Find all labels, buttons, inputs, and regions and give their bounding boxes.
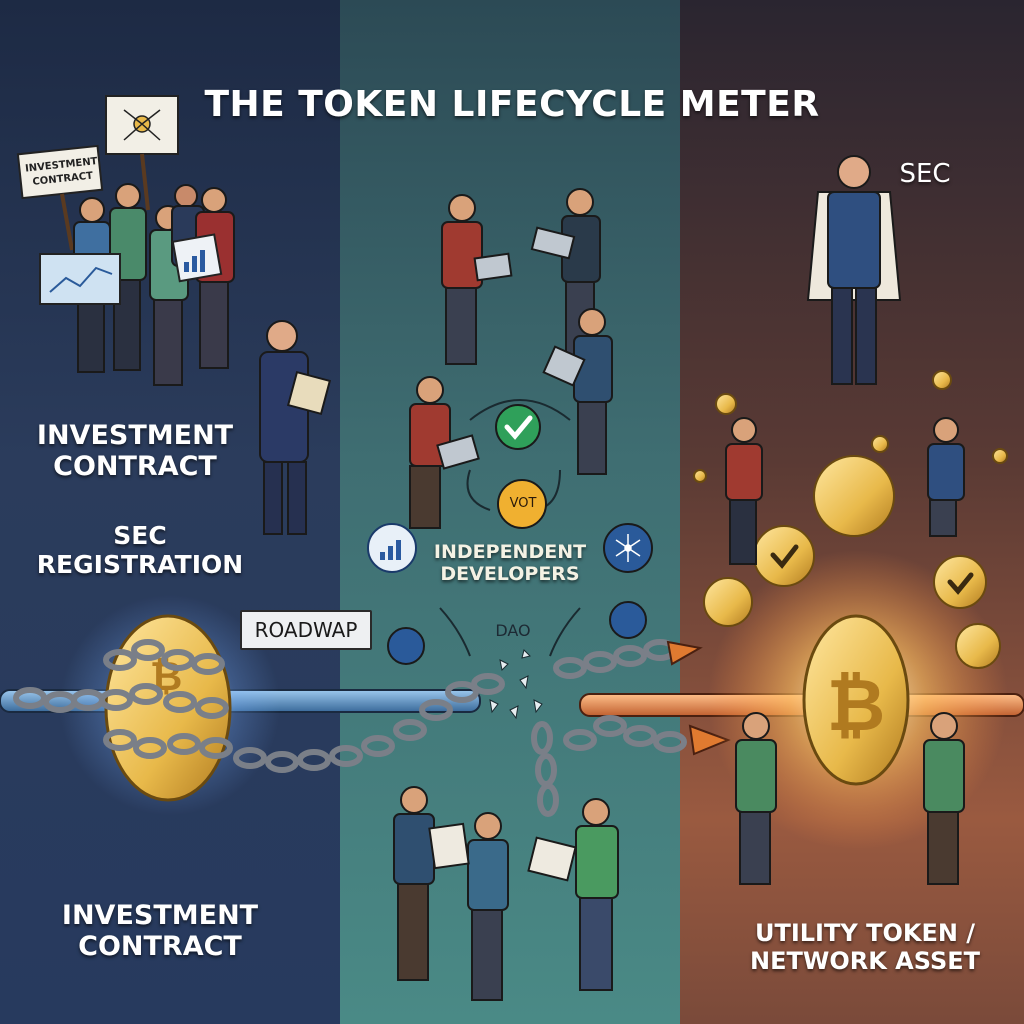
broken-chain [531, 639, 687, 817]
right-figures [725, 417, 965, 885]
independent-developers-label: INDEPENDENT DEVELOPERS [433, 541, 587, 585]
stage-label-sec-registration: SEC REGISTRATION [36, 521, 244, 579]
developers-bottom [393, 786, 619, 1001]
bottom-label-utility-token: UTILITY TOKEN / NETWORK ASSET [750, 919, 980, 975]
roadmap-tag: ROADWAP [240, 610, 372, 650]
locked-coin: ₿ [13, 614, 505, 802]
chart-icon [184, 250, 205, 272]
sec-label: SEC [899, 159, 951, 189]
sec-figure [806, 155, 902, 385]
chain-icon [13, 639, 505, 773]
dao-label: DAO [495, 621, 531, 640]
page-title: THE TOKEN LIFECYCLE METER [204, 84, 820, 125]
network-coin: ₿ [802, 614, 910, 786]
vote-badge: VOT [509, 496, 537, 511]
governance-cycle [367, 399, 653, 665]
chain-shards [489, 649, 543, 720]
protest-group: INVESTMENT CONTRACT [16, 95, 235, 386]
check-icon [495, 404, 541, 450]
floating-coins [693, 370, 1008, 669]
developers-top [409, 188, 613, 529]
check-icon [770, 544, 974, 595]
bottom-label-investment-contract: INVESTMENT CONTRACT [61, 900, 259, 963]
arrow-icon [666, 640, 731, 756]
regulator-left [259, 320, 332, 535]
stage-label-investment-contract: INVESTMENT CONTRACT [36, 420, 234, 483]
bitcoin-icon: ₿ [827, 663, 886, 747]
